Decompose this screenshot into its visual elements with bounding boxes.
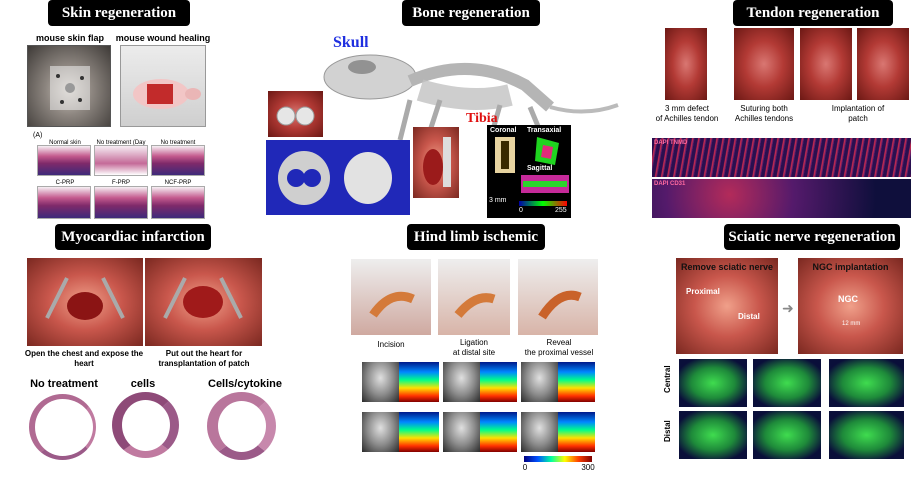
perfusion-gray-3a xyxy=(521,362,558,402)
cd31-label: DAPI CD31 xyxy=(654,181,686,187)
myocardiac-infarction-title: Myocardiac infarction xyxy=(55,224,211,250)
nerve-distal-3 xyxy=(829,411,904,459)
perfusion-thermal-1a xyxy=(399,362,439,402)
tendon-photo-patch-1 xyxy=(800,28,852,100)
ct-scale-label: 3 mm xyxy=(489,197,507,204)
histo-cprp xyxy=(37,186,91,219)
wound-healing-label: mouse wound healing xyxy=(115,33,211,43)
wound-healing-photo xyxy=(120,45,206,127)
skull-defect-photo xyxy=(268,91,323,137)
histo-day0 xyxy=(94,145,148,176)
perfusion-thermal-3b xyxy=(558,412,595,452)
ct-sagittal-label: Sagittal xyxy=(527,165,553,172)
histo-notreat xyxy=(151,145,205,176)
perfusion-colorbar-min: 0 xyxy=(522,463,528,472)
remove-nerve-photo: Remove sciatic nerve Proximal Distal xyxy=(676,258,778,354)
histo-label-fprp: F-PRP xyxy=(112,180,130,186)
nerve-central-2 xyxy=(753,359,821,407)
skull-ct-panel xyxy=(266,140,410,215)
skin-flap-label: mouse skin flap xyxy=(35,33,105,43)
tibia-label: Tibia xyxy=(466,111,498,126)
central-row-label: Central xyxy=(663,365,672,393)
perfusion-colorbar xyxy=(524,456,592,462)
perfusion-gray-1b xyxy=(362,412,399,452)
nerve-central-1 xyxy=(679,359,747,407)
distal-label: Distal xyxy=(738,312,760,321)
histo-ncfprp xyxy=(151,186,205,219)
perfusion-thermal-2b xyxy=(480,412,517,452)
sciatic-nerve-title: Sciatic nerve regeneration xyxy=(724,224,900,250)
histo-fprp xyxy=(94,186,148,219)
nerve-distal-2 xyxy=(753,411,821,459)
perfusion-gray-2a xyxy=(443,362,480,402)
mouse-skeleton-illustration xyxy=(323,54,619,144)
tibia-photo xyxy=(413,127,459,198)
tendon-photo-patch-2 xyxy=(857,28,909,100)
histo-label-normal: Normal skin xyxy=(49,140,81,146)
histo-label-cprp: C-PRP xyxy=(55,180,75,186)
tendon-photo-suture xyxy=(734,28,794,100)
perfusion-thermal-3a xyxy=(558,362,595,402)
perfusion-gray-2b xyxy=(443,412,480,452)
skin-flap-photo xyxy=(27,45,111,127)
tendon-cd31-stain-row: DAPI CD31 xyxy=(652,179,911,218)
perfusion-thermal-2a xyxy=(480,362,517,402)
ct-coronal-label: Coronal xyxy=(490,127,517,134)
heart-section-cytokine xyxy=(207,392,276,460)
histo-label-ncfprp: NCF-PRP xyxy=(164,180,192,186)
histo-marker: (A) xyxy=(33,132,43,139)
tendon-regeneration-title: Tendon regeneration xyxy=(733,0,893,26)
skin-regeneration-title: Skin regeneration xyxy=(48,0,190,26)
perfusion-gray-3b xyxy=(521,412,558,452)
nerve-distal-1 xyxy=(679,411,747,459)
perfusion-gray-1a xyxy=(362,362,399,402)
heart-section-cells xyxy=(112,392,179,458)
hindlimb-caption-incision: Incision xyxy=(377,340,405,349)
ngc-implant-title: NGC implantation xyxy=(812,262,889,272)
ngc-length-label: 12 mm xyxy=(842,321,861,327)
hindlimb-reveal-photo xyxy=(518,259,598,335)
remove-nerve-title: Remove sciatic nerve xyxy=(680,262,774,272)
ct-transaxial-label: Transaxial xyxy=(527,127,562,134)
myo-caption-heart: Put out the heart for transplantation of… xyxy=(158,349,250,368)
tendon-caption-suture: Suturing both Achilles tendons xyxy=(734,104,794,123)
hindlimb-caption-reveal: Reveal the proximal vessel xyxy=(524,338,594,357)
hindlimb-caption-ligation: Ligation at distal site xyxy=(452,338,496,357)
ct-colorbar-min: 0 xyxy=(519,207,523,214)
myo-group-notreat: No treatment xyxy=(30,378,98,390)
tendon-caption-patch: Implantation of patch xyxy=(831,104,885,123)
tnmd-label: DAPI TNMD xyxy=(654,140,688,146)
distal-row-label: Distal xyxy=(663,420,672,442)
ct-colorbar-max: 255 xyxy=(555,207,567,214)
myo-caption-open: Open the chest and expose the heart xyxy=(24,349,144,368)
nerve-central-3 xyxy=(829,359,904,407)
hindlimb-ligation-photo xyxy=(438,259,510,335)
tendon-caption-defect: 3 mm defect of Achilles tendon xyxy=(655,104,719,123)
perfusion-thermal-1b xyxy=(399,412,439,452)
tendon-tnmd-stain-row: DAPI TNMD xyxy=(652,138,911,177)
myo-group-cells: cells xyxy=(130,378,156,390)
open-chest-photo xyxy=(27,258,143,346)
ngc-implant-photo: NGC implantation NGC 12 mm xyxy=(798,258,903,354)
heart-out-photo xyxy=(145,258,262,346)
proximal-label: Proximal xyxy=(686,287,720,296)
tendon-photo-defect xyxy=(665,28,707,100)
ngc-label: NGC xyxy=(838,294,858,304)
histo-normal xyxy=(37,145,91,176)
arrow-icon: ➜ xyxy=(782,300,794,316)
perfusion-colorbar-max: 300 xyxy=(581,463,595,472)
bone-regeneration-title: Bone regeneration xyxy=(402,0,540,26)
myo-group-cells-cytokine: Cells/cytokine xyxy=(208,378,282,390)
tibia-ct-panel: Coronal Transaxial Sagittal 3 mm 0 255 xyxy=(487,125,571,218)
hindlimb-incision-photo xyxy=(351,259,431,335)
heart-section-notreat xyxy=(29,394,96,460)
hind-limb-title: Hind limb ischemic xyxy=(407,224,545,250)
skull-label: Skull xyxy=(333,34,369,51)
histo-label-notreat: No treatment xyxy=(160,140,196,146)
